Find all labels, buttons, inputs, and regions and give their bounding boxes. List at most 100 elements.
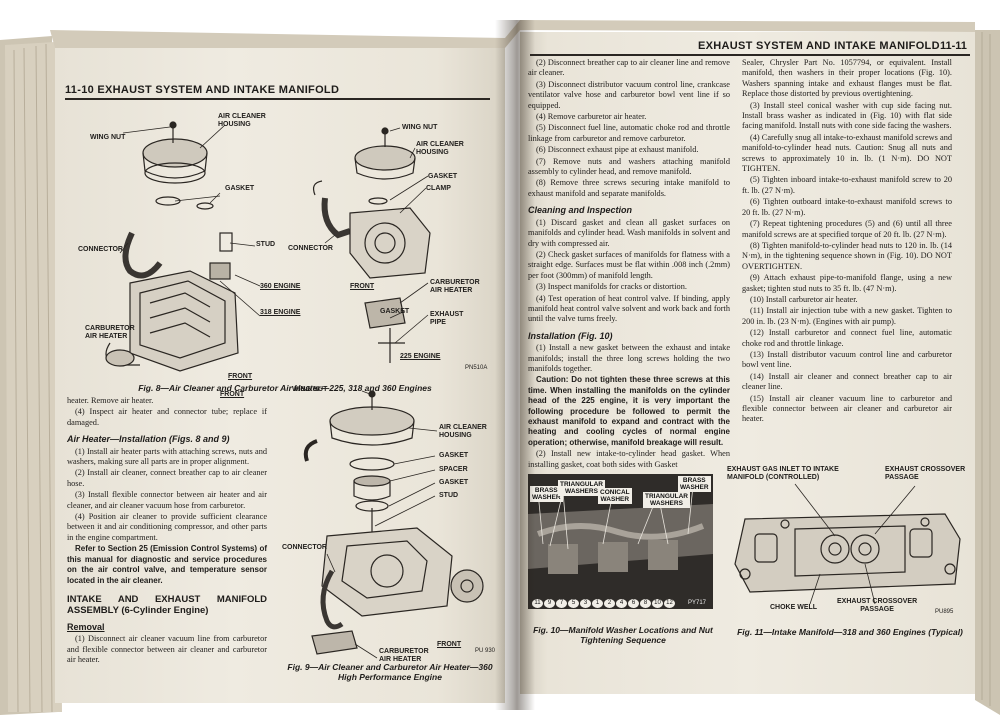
label-front: FRONT (228, 373, 253, 380)
label-gasket: GASKET (225, 185, 255, 192)
label-front: FRONT (437, 641, 462, 648)
left-page-header: 11-10 EXHAUST SYSTEM AND INTAKE MANIFOLD (65, 84, 340, 96)
label-225-engine: 225 ENGINE (400, 353, 441, 360)
paragraph: (5) Disconnect fuel line, automatic chok… (528, 123, 730, 143)
paragraph: (2) Install new intake-to-cylinder head … (528, 449, 730, 469)
label-gasket-right-2: GASKET (380, 308, 410, 315)
label-carburetor-air-heater: CARBURETOR AIR HEATER (85, 325, 135, 340)
paragraph: (3) Install steel conical washer with cu… (742, 100, 952, 131)
paragraph: (14) Install air cleaner and connect bre… (742, 371, 952, 392)
figure-10-photo: BRASS WASHER TRIANGULAR WASHERS CONICAL … (528, 474, 713, 609)
paragraph: (15) Install air cleaner vacuum line to … (742, 393, 952, 424)
figure-10-code: PY717 (688, 600, 707, 606)
figure-8-drawing (105, 121, 431, 372)
paragraph: Sealer, Chrysler Part No. 1057794, or eq… (742, 58, 952, 99)
paragraph: (8) Remove three screws securing intake … (528, 178, 730, 198)
label-wing-nut: WING NUT (90, 134, 126, 141)
paragraph: (2) Check gasket surfaces of manifolds f… (528, 249, 730, 280)
book-spine-gutter (495, 20, 535, 710)
paragraph-caution: Caution: Do not tighten these three scre… (528, 375, 730, 447)
heading-intake-exhaust-manifold: INTAKE AND EXHAUST MANIFOLD ASSEMBLY (6-… (67, 593, 267, 616)
paragraph: (4) Position air cleaner to provide suff… (67, 512, 267, 542)
label-front-bottom: FRONT (220, 391, 245, 398)
label-exhaust-pipe: EXHAUST PIPE (430, 311, 464, 326)
label-choke-well: CHOKE WELL (770, 604, 818, 611)
paragraph: heater. Remove air heater. (67, 396, 154, 405)
right-text-column-1: (2) Disconnect breather cap to air clean… (528, 58, 730, 471)
paragraph-bold: Refer to Section 25 (Emission Control Sy… (67, 544, 267, 585)
sequence-number: 8 (640, 599, 651, 608)
sequence-number: 5 (568, 599, 579, 608)
label-exhaust-crossover-top: EXHAUST CROSSOVER PASSAGE (885, 466, 966, 481)
label-air-cleaner-housing: AIR CLEANER HOUSING (439, 424, 487, 439)
left-text-column: heater. Remove air heater. (4) Inspect a… (67, 396, 267, 667)
label-gasket-right: GASKET (428, 173, 458, 180)
figure-11-code: PU895 (935, 609, 954, 615)
figure-9-caption: Fig. 9—Air Cleaner and Carburetor Air He… (287, 662, 493, 682)
paragraph: (1) Disconnect air cleaner vacuum line f… (67, 634, 267, 665)
figure-9-code: PU 930 (475, 648, 496, 654)
label-carburetor-air-heater-right: CARBURETOR AIR HEATER (430, 279, 480, 294)
heading-removal: Removal (67, 621, 105, 632)
label-360-engine: 360 ENGINE (260, 283, 301, 290)
paragraph: (4) Remove carburetor air heater. (536, 112, 647, 122)
sequence-number: 3 (580, 599, 591, 608)
sequence-number: 2 (604, 599, 615, 608)
label-triangular-washers-2: TRIANGULAR WASHERS (643, 492, 690, 508)
paragraph: (8) Tighten manifold-to-cylinder head nu… (742, 240, 952, 271)
label-spacer: SPACER (439, 466, 468, 473)
paragraph: (9) Attach exhaust pipe-to-manifold flan… (742, 273, 952, 293)
sequence-number: 12 (664, 599, 675, 608)
header-rule (65, 98, 490, 100)
right-page-header: EXHAUST SYSTEM AND INTAKE MANIFOLD (698, 40, 940, 52)
label-connector: CONNECTOR (282, 544, 327, 551)
figure-9: WING NUT AIR CLEANER HOUSING GASKET SPAC… (277, 386, 502, 663)
paragraph: (5) Tighten inboard intake-to-exhaust ma… (742, 175, 952, 195)
heading-cleaning-inspection: Cleaning and Inspection (528, 205, 633, 216)
right-text-column-2: Sealer, Chrysler Part No. 1057794, or eq… (742, 58, 952, 426)
label-carburetor-air-heater: CARBURETOR AIR HEATER (379, 648, 429, 663)
paragraph: (4) Test operation of heat control valve… (528, 293, 730, 324)
paragraph: (13) Install distributor vacuum control … (742, 349, 952, 370)
paragraph: (3) Disconnect distributor vacuum contro… (528, 79, 730, 110)
paragraph: (1) Install air heater parts with attach… (67, 446, 267, 467)
label-318-engine: 318 ENGINE (260, 309, 301, 316)
figure-8: WING NUT AIR CLEANER HOUSING GASKET CONN… (60, 103, 500, 398)
paragraph: (1) Install a new gasket between the exh… (528, 343, 730, 373)
label-stud: STUD (439, 492, 459, 499)
sequence-number: 4 (616, 599, 627, 608)
sequence-number: 6 (628, 599, 639, 608)
figure-11: EXHAUST GAS INLET TO INTAKE MANIFOLD (CO… (725, 464, 970, 624)
label-wing-nut: WING NUT (292, 386, 328, 393)
sequence-number: 7 (556, 599, 567, 608)
paragraph: (7) Repeat tightening procedures (5) and… (742, 219, 952, 239)
label-stud: STUD (256, 241, 276, 248)
sequence-number: 1 (592, 599, 603, 608)
label-air-cleaner-housing-right: AIR CLEANER HOUSING (416, 141, 464, 156)
right-page: EXHAUST SYSTEM AND INTAKE MANIFOLD 11-11… (520, 32, 975, 694)
sequence-number: 9 (544, 599, 555, 608)
heading-air-heater-installation: Air Heater—Installation (Figs. 8 and 9) (67, 434, 230, 445)
figure-8-code: PN510A (465, 365, 488, 371)
paragraph: (6) Disconnect exhaust pipe at exhaust m… (536, 145, 699, 155)
label-front-right: FRONT (350, 283, 375, 290)
figure-10-caption: Fig. 10—Manifold Washer Locations and Nu… (533, 625, 713, 645)
label-air-cleaner-housing: AIR CLEANER HOUSING (218, 113, 266, 128)
label-exhaust-gas-inlet: EXHAUST GAS INLET TO INTAKE MANIFOLD (CO… (727, 466, 839, 481)
paragraph: (3) Inspect manifolds for cracks or dist… (536, 282, 687, 292)
paragraph: (10) Install carburetor air heater. (750, 294, 858, 304)
paragraph: (2) Install air cleaner, connect breathe… (67, 468, 267, 488)
paragraph: (4) Inspect air heater and connector tub… (67, 407, 267, 427)
sequence-number: 11 (532, 599, 543, 608)
figure-8-caption: Fig. 8—Air Cleaner and Carburetor Air He… (138, 383, 432, 393)
label-brass-washer-right: BRASS WASHER (678, 476, 711, 492)
label-connector-right: CONNECTOR (288, 245, 333, 252)
paragraph: (4) Carefully snug all intake-to-exhaust… (742, 132, 952, 174)
figure-9-drawing (303, 390, 484, 659)
paragraph: (6) Tighten outboard intake-to-exhaust m… (742, 197, 952, 217)
figure-11-drawing (734, 483, 961, 605)
label-wing-nut-right: WING NUT (402, 124, 438, 131)
